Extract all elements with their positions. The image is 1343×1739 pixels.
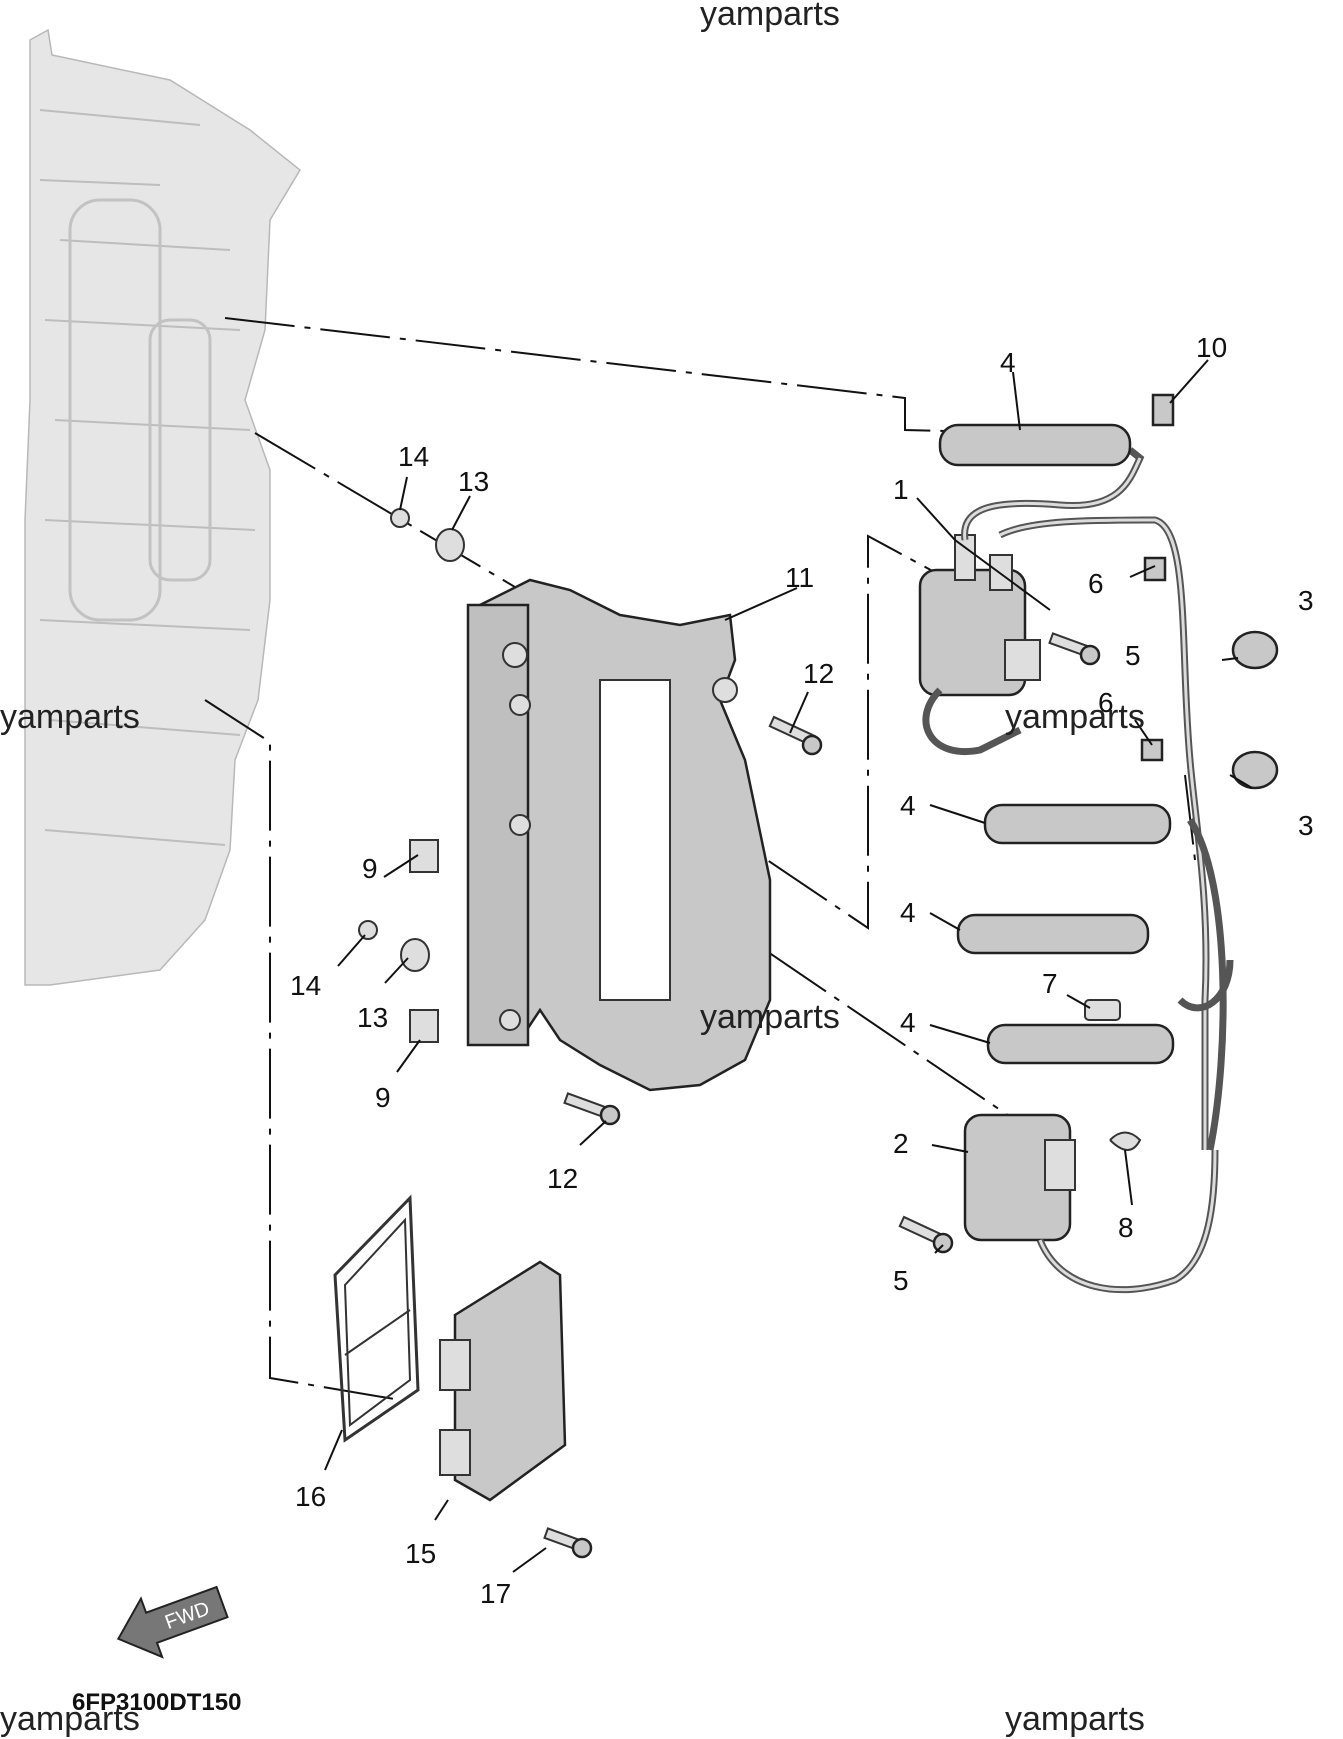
watermark: yamparts xyxy=(700,998,840,1036)
callout-labels: 1 2 3 3 4 4 4 4 5 5 6 6 7 8 9 9 10 11 12… xyxy=(290,332,1314,1609)
bolt-12a xyxy=(768,715,823,756)
fwd-arrow-icon: FWD xyxy=(116,1585,229,1659)
callout-8: 8 xyxy=(1118,1212,1134,1243)
spark-plug-caps xyxy=(938,423,1175,1065)
spark-plug-wires xyxy=(961,447,1234,1151)
grommet-3b xyxy=(1231,750,1279,790)
watermarks: yamparts yamparts yamparts yamparts yamp… xyxy=(0,0,1145,1738)
callout-4: 4 xyxy=(900,1007,916,1038)
ignition-coil-2 xyxy=(963,1113,1219,1294)
clip-10 xyxy=(1151,393,1175,427)
watermark: yamparts xyxy=(1005,1700,1145,1738)
clamp-7 xyxy=(1084,999,1121,1021)
callout-9: 9 xyxy=(362,853,378,884)
bolt-17 xyxy=(543,1527,593,1559)
engine-block-outline xyxy=(24,28,301,986)
clip-6a xyxy=(1143,556,1167,582)
callout-4: 4 xyxy=(900,897,916,928)
watermark: yamparts xyxy=(0,1700,140,1738)
callout-2: 2 xyxy=(893,1128,909,1159)
callout-12: 12 xyxy=(547,1163,578,1194)
clip-9a xyxy=(409,839,439,873)
callout-15: 15 xyxy=(405,1538,436,1569)
callout-4: 4 xyxy=(900,790,916,821)
collar-13a xyxy=(435,528,465,562)
callout-1: 1 xyxy=(893,474,909,505)
callout-14: 14 xyxy=(290,970,321,1001)
callout-12: 12 xyxy=(803,658,834,689)
grommet-3a xyxy=(1231,630,1279,670)
callout-17: 17 xyxy=(480,1578,511,1609)
watermark: yamparts xyxy=(700,0,840,33)
callout-14: 14 xyxy=(398,441,429,472)
callout-16: 16 xyxy=(295,1481,326,1512)
callout-6: 6 xyxy=(1098,687,1114,718)
callout-3: 3 xyxy=(1298,585,1314,616)
cdi-unit-15 xyxy=(439,1260,567,1502)
bolt-5a xyxy=(1048,632,1101,666)
bolt-14b xyxy=(358,920,378,940)
callout-10: 10 xyxy=(1196,332,1227,363)
callout-9: 9 xyxy=(375,1082,391,1113)
bolt-12b xyxy=(563,1092,621,1126)
collar-13b xyxy=(400,938,430,972)
callout-7: 7 xyxy=(1042,968,1058,999)
bracket-part xyxy=(466,578,772,1092)
callout-11: 11 xyxy=(785,562,814,593)
callout-6: 6 xyxy=(1088,568,1104,599)
gasket-16 xyxy=(333,1194,420,1443)
watermark: yamparts xyxy=(1005,698,1145,736)
ignition-coil-1 xyxy=(918,534,1041,755)
callout-5: 5 xyxy=(893,1265,909,1296)
callout-13: 13 xyxy=(357,1002,388,1033)
clip-6b xyxy=(1140,738,1164,762)
callout-13: 13 xyxy=(458,466,489,497)
watermark: yamparts xyxy=(0,698,140,736)
clip-9b xyxy=(409,1009,439,1043)
callout-3: 3 xyxy=(1298,810,1314,841)
clamp-8 xyxy=(1109,1131,1142,1151)
bolt-5b xyxy=(898,1215,954,1254)
callout-5: 5 xyxy=(1125,640,1141,671)
diagram-code: 6FP3100DT150 xyxy=(72,1689,241,1716)
leader-lines xyxy=(324,359,1253,1573)
callout-4: 4 xyxy=(1000,347,1016,378)
bolt-14a xyxy=(390,508,410,528)
